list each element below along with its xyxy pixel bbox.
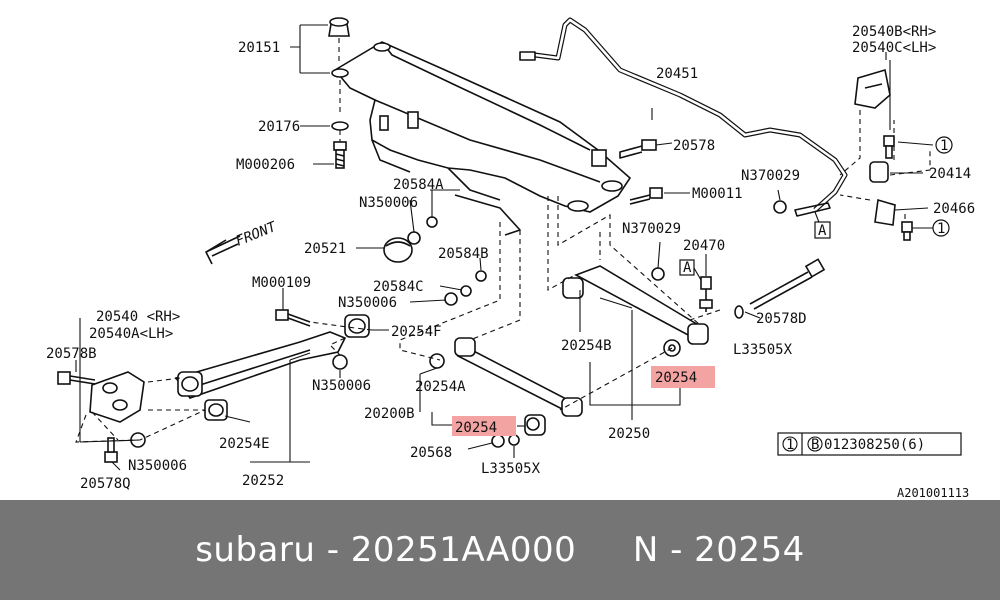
label-20254-highlight-right: 20254 [655,370,697,386]
label-20176: 20176 [258,119,300,135]
label-N350006-c: N350006 [312,378,371,394]
label-M000206: M000206 [236,157,295,173]
label-L33505X-b: L33505X [733,342,793,358]
label-callout-1b: 1 [937,221,945,237]
nut-icon [407,216,487,306]
label-20540B-rh: 20540B<RH> [852,24,936,40]
leader-lines [75,24,934,471]
washer-icon [331,121,349,131]
label-N350006-d: N350006 [128,458,187,474]
label-marker-a-1: A [683,260,692,276]
label-20584C: 20584C [373,279,424,295]
highlight-20254-right [651,366,715,388]
trailing-link [174,314,370,421]
label-20254B: 20254B [561,338,612,354]
label-20200B: 20200B [364,406,415,422]
label-20254E: 20254E [219,436,270,452]
stabilizer-bar [519,17,848,212]
marker-a-box-2 [814,221,831,239]
label-M000109: M000109 [252,275,311,291]
legend-box: 1 B 012308250(6) [777,432,962,456]
front-arrow-icon [205,235,241,265]
callout-circle-1b [932,219,950,237]
label-N350006-a: N350006 [359,195,418,211]
label-20584B: 20584B [438,246,489,262]
nut-icon [773,200,831,217]
bolt-icon [619,139,657,159]
highlight-20254-left [452,416,516,436]
label-20414: 20414 [929,166,971,182]
label-20568: 20568 [410,445,452,461]
legend-number: 1 [786,437,794,453]
label-20466: 20466 [933,201,975,217]
label-20540C-lh: 20540C<LH> [852,40,936,56]
label-20451: 20451 [656,66,698,82]
crossmember [331,41,632,236]
label-M00011: M00011 [692,186,743,202]
label-20521: 20521 [304,241,346,257]
label-20252: 20252 [242,473,284,489]
bracket [89,371,145,423]
bolt-icon [57,371,96,385]
label-20584A: 20584A [393,177,444,193]
legend-code: 012308250(6) [824,437,925,453]
label-front: FRONT [234,218,281,249]
stabilizer-bracket [854,68,896,226]
label-20250: 20250 [608,426,650,442]
label-20578: 20578 [673,138,715,154]
label-20578Q: 20578Q [80,476,131,492]
label-N350006-b: N350006 [338,295,397,311]
lateral-link-rear [562,265,709,357]
bolt-icon [901,221,913,241]
label-L33505X-a: L33505X [481,461,541,477]
bolt-icon [883,135,895,159]
label-20540A-lh: 20540A<LH> [89,326,173,342]
label-20578D: 20578D [756,311,807,327]
label-N370029-a: N370029 [622,221,681,237]
long-bolt-icon [734,258,826,319]
label-20254-highlight-left: 20254 [455,420,497,436]
footer-part-number: subaru - 20251AA000 N - 20254 [195,530,805,570]
callout-circle-1a [935,136,953,154]
bolt-icon [629,187,663,205]
label-20254A: 20254A [415,379,466,395]
label-20254F: 20254F [391,324,442,340]
bump-stopper [383,237,413,263]
label-N370029-b: N370029 [741,168,800,184]
bolt-icon [333,141,347,169]
label-20578B: 20578B [46,346,97,362]
label-callout-1a: 1 [940,138,948,154]
label-20540-rh: 20540 <RH> [96,309,180,325]
bolt-icon [275,309,311,327]
assembly-dashed-lines [75,110,931,443]
parts-diagram: 20151 20176 M000206 20584A N350006 20521… [46,17,975,500]
lateral-link-front [429,337,583,436]
bolt-icon [104,437,118,463]
footer-banner: subaru - 20251AA000 N - 20254 [0,500,1000,600]
label-marker-a-2: A [818,223,827,239]
marker-a-box-1 [679,259,695,276]
crossmember-mount-bushing [328,17,350,150]
nut-icon [491,434,520,448]
label-20151: 20151 [238,40,280,56]
reference-code: A201001113 [897,486,969,500]
legend-b: B [811,437,819,453]
label-20470: 20470 [683,238,725,254]
